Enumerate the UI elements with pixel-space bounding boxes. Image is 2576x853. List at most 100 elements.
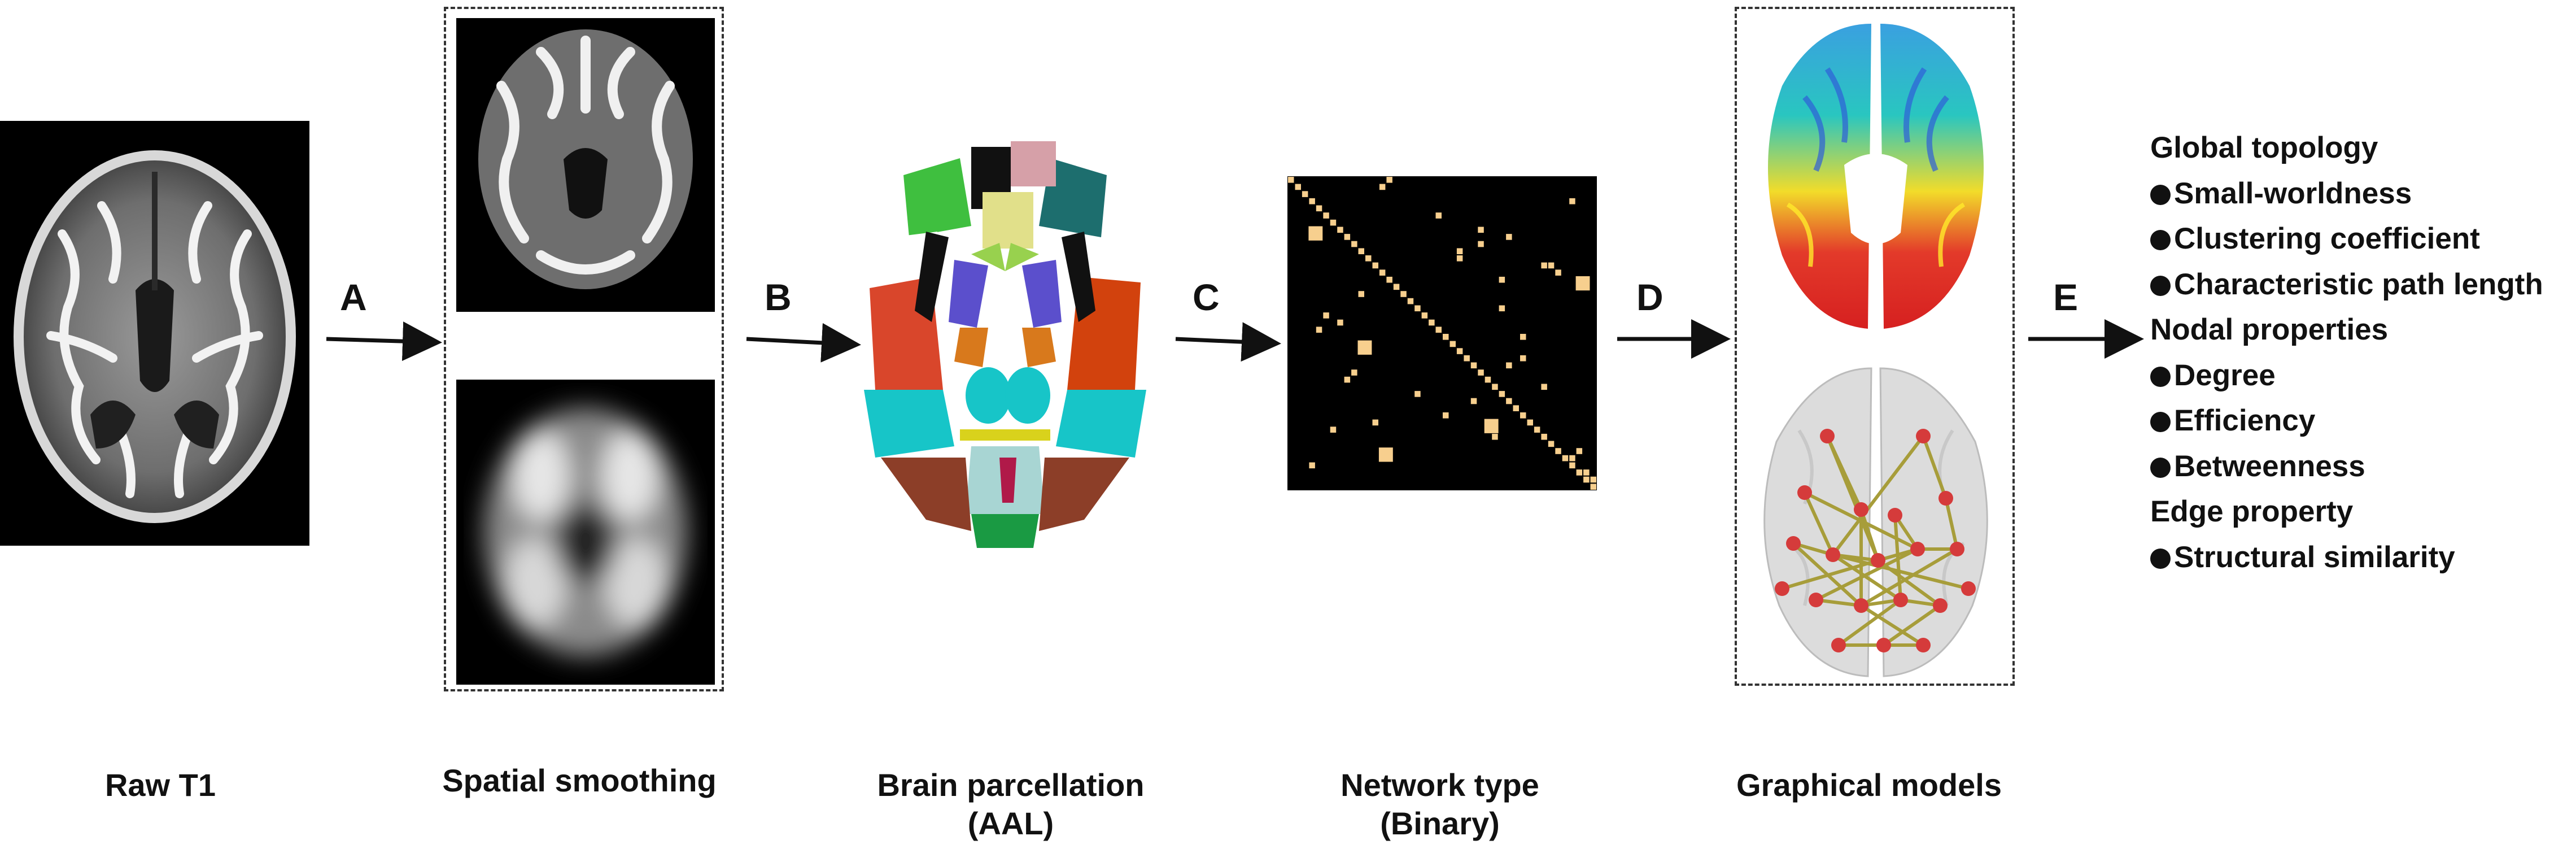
bullet-icon (2150, 275, 2171, 296)
matrix-cell (1520, 355, 1526, 362)
matrix-cell (1358, 248, 1364, 254)
graph-node (1888, 508, 1902, 523)
matrix-cell (1569, 198, 1575, 204)
matrix-cell (1337, 319, 1343, 326)
matrix-cell (1456, 255, 1463, 262)
matrix-cell (1520, 334, 1526, 340)
matrix-cell (1435, 327, 1442, 333)
brain-network-graph-image (1748, 363, 2003, 679)
arrow-a (326, 321, 442, 362)
matrix-cell (1309, 462, 1315, 469)
matrix-cell (1449, 341, 1456, 347)
matrix-cell (1485, 376, 1491, 383)
caption-network-line2: (Binary) (1380, 806, 1500, 841)
graph-edge (1832, 553, 1902, 602)
arrow-b (746, 323, 861, 363)
smoothing-frame (444, 7, 724, 691)
matrix-cell (1443, 334, 1449, 340)
matrix-cell (1484, 419, 1499, 433)
matrix-cell (1541, 433, 1547, 440)
matrix-cell (1358, 291, 1364, 297)
graph-edge (1815, 598, 1862, 607)
matrix-cell (1337, 227, 1343, 233)
cortical-surface-image (1748, 18, 2003, 334)
graph-node (1831, 638, 1846, 652)
matrix-cell (1575, 276, 1590, 291)
caption-graphical-models: Graphical models (1671, 766, 2067, 804)
bullet-icon (2150, 184, 2171, 205)
graph-edge (1837, 598, 1902, 647)
graph-node (1854, 598, 1868, 613)
graph-edge (1860, 547, 1958, 607)
matrix-cell (1407, 298, 1414, 304)
matrix-cell (1506, 234, 1512, 240)
graph-edge (1815, 547, 1919, 602)
matrix-cell (1541, 384, 1547, 390)
graph-node (1916, 429, 1931, 443)
graph-edge (1832, 553, 1969, 590)
caption-spatial-smoothing-text: Spatial smoothing (442, 763, 717, 798)
matrix-cell (1583, 469, 1590, 476)
matrix-cell (1400, 291, 1407, 297)
matrix-cell (1386, 276, 1392, 283)
aal-parcellation-image (858, 141, 1152, 548)
caption-parcellation-line2: (AAL) (967, 806, 1054, 841)
matrix-cell (1330, 219, 1337, 226)
graph-node (1809, 593, 1823, 607)
property-text: Degree (2174, 358, 2276, 392)
caption-raw-t1-text: Raw T1 (104, 767, 216, 803)
caption-network-line1: Network type (1341, 767, 1539, 803)
matrix-cell (1429, 319, 1435, 326)
matrix-cell (1344, 234, 1351, 240)
matrix-cell (1506, 362, 1512, 369)
matrix-cell (1562, 455, 1569, 462)
step-e-label: E (2053, 276, 2079, 318)
graph-node (1871, 553, 1885, 568)
bullet-icon (2150, 548, 2171, 569)
matrix-cell (1478, 241, 1484, 247)
matrix-cell (1555, 448, 1561, 454)
step-a-label: A (340, 276, 367, 318)
graph-node (1916, 638, 1931, 652)
step-b-label: B (765, 276, 792, 318)
matrix-cell (1569, 462, 1575, 469)
graph-node (1820, 429, 1835, 443)
caption-raw-t1: Raw T1 (53, 766, 268, 804)
matrix-cell (1435, 212, 1442, 219)
graph-edge (1826, 435, 1880, 562)
property-item: Edge property (2150, 489, 2543, 535)
graph-edge (1883, 604, 1941, 647)
matrix-cell (1351, 369, 1357, 376)
matrix-cell (1323, 212, 1329, 219)
matrix-cell (1372, 419, 1378, 426)
graph-node (1826, 547, 1840, 562)
step-d-label: D (1636, 276, 1664, 318)
caption-network-type: Network type (Binary) (1265, 766, 1615, 843)
smoothing-original-image (456, 18, 715, 312)
matrix-cell (1372, 262, 1378, 269)
matrix-cell (1555, 269, 1561, 276)
graph-node (1775, 581, 1789, 596)
matrix-cell (1576, 469, 1583, 476)
graphical-models-frame (1735, 7, 2015, 686)
matrix-cell (1357, 340, 1372, 355)
matrix-cell (1548, 262, 1555, 269)
graph-node (1910, 542, 1925, 556)
matrix-cell (1386, 177, 1392, 183)
property-text: Edge property (2150, 495, 2354, 528)
matrix-cell (1443, 412, 1449, 419)
matrix-cell (1492, 384, 1498, 390)
graph-node (1786, 536, 1801, 551)
arrow-c (1175, 322, 1281, 362)
matrix-cell (1379, 184, 1386, 190)
bullet-icon (2150, 457, 2171, 478)
graph-edge (1803, 491, 1835, 556)
property-text: Efficiency (2174, 404, 2316, 437)
matrix-cell (1316, 205, 1322, 212)
matrix-cell (1456, 248, 1463, 254)
graph-edge (1831, 435, 1925, 556)
bullet-icon (2150, 366, 2171, 387)
caption-spatial-smoothing: Spatial smoothing (382, 761, 777, 800)
matrix-cell (1590, 484, 1596, 490)
matrix-cell (1499, 305, 1505, 312)
